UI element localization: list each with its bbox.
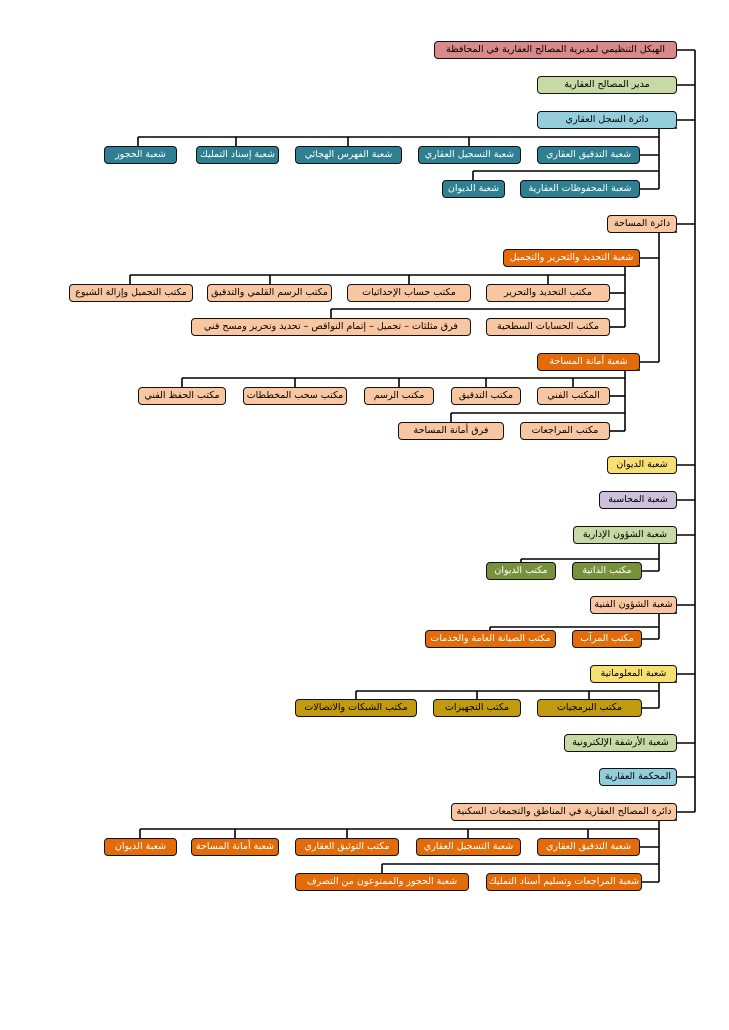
node-rg-review: شعبة المراجعات وتسليم أسناد التمليك: [486, 873, 642, 891]
node-rg-audit: شعبة التدقيق العقاري: [537, 838, 640, 856]
node-off-network: مكتب الشبكات والاتصالات: [295, 699, 417, 717]
node-rg-seize: شعبة الحجوز والممنوعون من التصرف: [295, 873, 469, 891]
node-off-review: مكتب المراجعات: [520, 422, 610, 440]
node-off-tech: المكتب الفني: [537, 387, 610, 405]
node-court: المحكمة العقارية: [599, 768, 677, 786]
node-secretariat-section: شعبة أمانة المساحة: [537, 353, 640, 371]
node-technical: شعبة الشؤون الفنية: [590, 596, 677, 614]
node-off-triang: مكتب حساب الإحداثيات: [347, 284, 471, 302]
root-title: الهيكل التنظيمي لمديرية المصالح العقارية…: [434, 41, 677, 59]
node-off-consol: مكتب التجميل وإزالة الشيوع: [69, 284, 193, 302]
node-rg-survey: شعبة أمانة المساحة: [191, 838, 279, 856]
node-rg-diwan: شعبة الديوان: [104, 838, 177, 856]
node-off-diwan: مكتب الديوان: [486, 562, 556, 580]
node-off-maint: مكتب الصيانة العامة والخدمات: [425, 630, 556, 648]
node-reg-archives: شعبة المحفوظات العقارية: [520, 180, 640, 198]
node-off-check: مكتب التدقيق: [451, 387, 521, 405]
node-reg-recording: شعبة التسجيل العقاري: [418, 146, 521, 164]
node-off-personnel: مكتب الذاتية: [572, 562, 642, 580]
node-accounting: شعبة المحاسبة: [599, 491, 677, 509]
node-director: مدير المصالح العقارية: [537, 76, 677, 94]
node-off-keep: مكتب الحفظ الفني: [138, 387, 226, 405]
node-off-areas: مكتب الحسابات السطحية: [486, 318, 610, 336]
node-off-hardware: مكتب التجهيزات: [433, 699, 521, 717]
node-off-demarc: مكتب التحديد والتحرير: [486, 284, 610, 302]
node-diwan-section: شعبة الديوان: [607, 456, 677, 474]
node-off-garage: مكتب المرآب: [572, 630, 642, 648]
node-reg-audit: شعبة التدقيق العقاري: [537, 146, 640, 164]
node-rg-doc: مكتب التوثيق العقاري: [295, 838, 399, 856]
node-reg-seizures: شعبة الحجوز: [104, 146, 177, 164]
node-survey-dept: دائرة المساحة: [607, 215, 677, 233]
node-off-software: مكتب البرمجيات: [537, 699, 642, 717]
node-regional-dept: دائرة المصالح العقارية في المناطق والتجم…: [451, 803, 677, 821]
node-admin: شعبة الشؤون الإدارية: [573, 526, 677, 544]
node-reg-deeds: شعبة إسناد التمليك: [196, 146, 279, 164]
node-off-drawing: مكتب الرسم: [364, 387, 434, 405]
node-e-archive: شعبة الأرشفة الإلكترونية: [564, 734, 677, 752]
node-survey-teams: فرق مثلثات – تجميل – إتمام النواقص – تحد…: [191, 318, 471, 336]
node-rg-recording: شعبة التسجيل العقاري: [416, 838, 521, 856]
node-informatics: شعبة المعلوماتية: [590, 665, 677, 683]
node-off-plans: مكتب سحب المخططات: [243, 387, 347, 405]
node-reg-diwan: شعبة الديوان: [442, 180, 505, 198]
node-registry-dept: دائرة السجل العقاري: [537, 111, 677, 129]
node-off-draw-audit: مكتب الرسم القلمي والتدقيق: [207, 284, 332, 302]
node-secretariat-teams: فرق أمانة المساحة: [398, 422, 504, 440]
node-demarc-section: شعبة التحديد والتحرير والتجميل: [503, 249, 640, 267]
node-reg-index: شعبة الفهرس الهجائي: [295, 146, 402, 164]
